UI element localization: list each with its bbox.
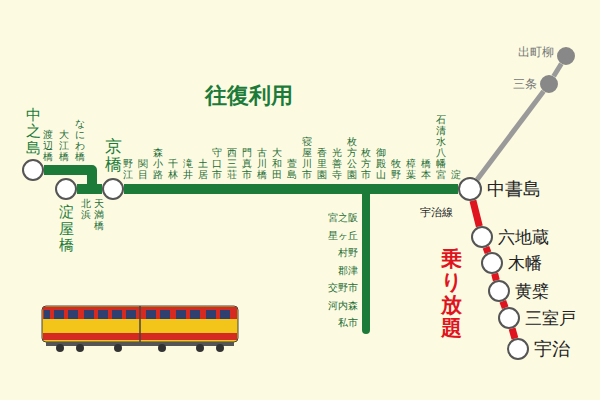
station-label: 森小路 xyxy=(153,147,163,180)
station-label: 西三荘 xyxy=(227,147,237,180)
station-label: 星ヶ丘 xyxy=(328,230,358,242)
route-label: 乗り放題 xyxy=(441,248,462,340)
station-name: 六地蔵 xyxy=(498,227,549,247)
station-name: 宇治 xyxy=(534,338,570,360)
station-circle: 中書島 xyxy=(458,177,482,201)
station-circle: 三条 xyxy=(540,75,558,93)
station-circle: 京橋 xyxy=(102,178,124,200)
station-label: 寝屋川市 xyxy=(302,136,312,180)
rail-line xyxy=(477,91,543,179)
station-name: 出町柳 xyxy=(518,45,554,59)
station-label: 宮之阪 xyxy=(328,212,358,224)
station-circle: 出町柳 xyxy=(557,47,575,65)
station-label: 滝井 xyxy=(183,158,193,180)
station-label: 樟葉 xyxy=(406,158,416,180)
station-label: 古川橋 xyxy=(257,147,267,180)
station-circle: 宇治 xyxy=(507,338,529,360)
station-label: 淀 xyxy=(451,169,461,180)
station-name: 木幡 xyxy=(508,253,542,273)
station-label: 野江 xyxy=(123,158,133,180)
station-label: 交野市 xyxy=(328,282,358,294)
station-label: 枚方公園 xyxy=(347,136,357,180)
station-label: 大江橋 xyxy=(59,129,69,162)
station-label: 御殿山 xyxy=(376,147,386,180)
station-label: 枚方市 xyxy=(361,147,371,180)
station-label: 関目 xyxy=(138,158,148,180)
station-label: 河内森 xyxy=(328,300,358,312)
station-label: 土居 xyxy=(198,158,208,180)
station-label: 郡津 xyxy=(338,265,358,277)
branch-line xyxy=(362,189,370,330)
station-circle: 木幡 xyxy=(481,252,503,274)
train-illustration xyxy=(42,306,238,352)
station-name: 黄檗 xyxy=(515,281,549,301)
rail-line xyxy=(554,64,562,77)
station-label: 石清水八幡宮 xyxy=(436,114,446,180)
station-circle: 中之島 xyxy=(22,159,44,181)
station-label: 千林 xyxy=(168,158,178,180)
station-label: 北浜 xyxy=(81,198,91,220)
station-label: 村野 xyxy=(338,247,358,259)
station-label: 門真市 xyxy=(242,147,252,180)
station-label: なにわ橋 xyxy=(75,118,85,162)
route-label: 往復利用 xyxy=(205,83,293,109)
rail-line xyxy=(473,201,479,227)
station-name: 三室戸 xyxy=(525,308,576,328)
station-label: 橋本 xyxy=(421,158,431,180)
station-label: 渡辺橋 xyxy=(43,129,53,162)
station-label: 天満橋 xyxy=(94,198,104,231)
station-label: 萱島 xyxy=(287,158,297,180)
station-label: 光善寺 xyxy=(332,147,342,180)
station-name: 淀屋橋 xyxy=(59,204,74,254)
station-label: 私市 xyxy=(338,317,358,329)
station-circle: 黄檗 xyxy=(488,280,510,302)
station-name: 京橋 xyxy=(105,137,122,174)
station-label: 大和田 xyxy=(272,147,282,180)
rail-line xyxy=(512,329,515,339)
station-label: 牧野 xyxy=(391,158,401,180)
station-label: 守口市 xyxy=(212,147,222,180)
station-name: 三条 xyxy=(513,77,537,91)
station-circle: 淀屋橋 xyxy=(55,178,77,200)
station-name: 中書島 xyxy=(487,178,541,200)
rail-line xyxy=(124,184,458,194)
rail-line xyxy=(77,184,102,194)
station-label: 香里園 xyxy=(317,147,327,180)
station-name: 中之島 xyxy=(26,107,41,157)
route-label: 宇治線 xyxy=(420,206,453,219)
station-circle: 六地蔵 xyxy=(471,226,493,248)
station-circle: 三室戸 xyxy=(498,307,520,329)
